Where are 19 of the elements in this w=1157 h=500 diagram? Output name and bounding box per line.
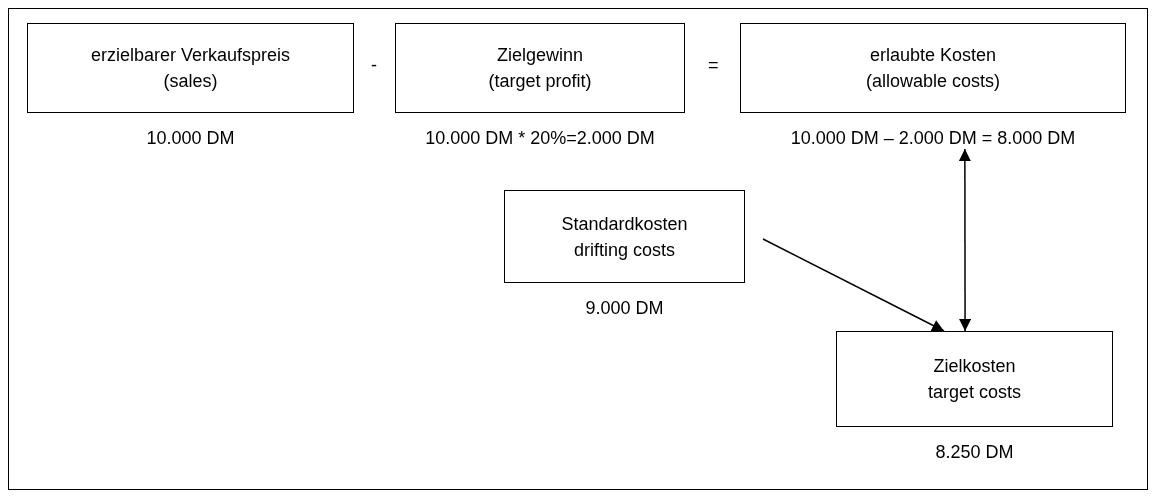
amount-caption: 8.250 DM — [935, 441, 1014, 463]
box-text: (allowable costs) — [865, 70, 1001, 93]
box-text: (sales) — [163, 70, 218, 93]
box-text: (target profit) — [488, 70, 592, 93]
box-text: erlaubte Kosten — [869, 44, 997, 67]
box-text: target costs — [927, 381, 1021, 404]
box-text: Zielgewinn — [496, 44, 583, 67]
amount-caption: 10.000 DM — [146, 127, 235, 149]
operator-sign: - — [371, 54, 377, 76]
box-text: erzielbarer Verkaufspreis — [90, 44, 291, 67]
arrow — [762, 238, 945, 332]
amount-caption: 10.000 DM * 20%=2.000 DM — [425, 127, 655, 149]
arrow — [958, 148, 972, 332]
amount-caption: 9.000 DM — [585, 297, 664, 319]
box-text: Zielkosten — [933, 355, 1016, 378]
amount-caption: 10.000 DM – 2.000 DM = 8.000 DM — [790, 127, 1076, 149]
box-text: Standardkosten — [561, 212, 688, 236]
operator-sign: = — [708, 54, 719, 76]
box-text: drifting costs — [573, 238, 675, 262]
